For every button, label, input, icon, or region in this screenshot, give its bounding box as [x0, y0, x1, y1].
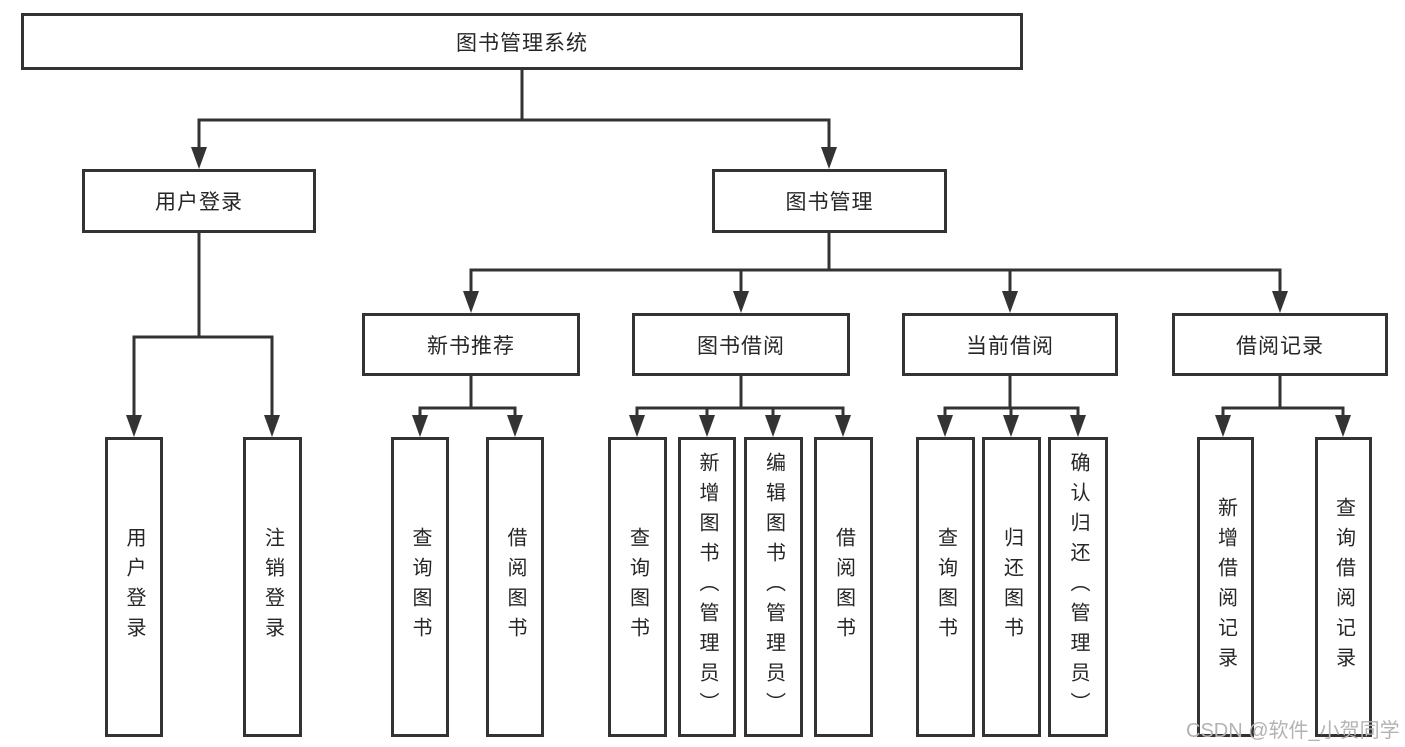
node-library-management-system: 图书管理系统	[21, 13, 1023, 70]
node-book-borrow: 图书借阅	[632, 313, 850, 376]
leaf-return-books: 归还图书	[982, 437, 1041, 737]
node-label: 图书管理	[785, 191, 874, 214]
node-label: 用户登录	[123, 527, 145, 647]
node-label: 新增图书（管理员）	[696, 452, 718, 722]
node-label: 图书管理系统	[456, 31, 588, 55]
node-current-borrow: 当前借阅	[902, 313, 1118, 376]
node-label: 查询图书	[934, 527, 957, 647]
leaf-borrow-books: 借阅图书	[814, 437, 873, 737]
node-label: 新增借阅记录	[1214, 497, 1237, 677]
leaf-query-borrow-record: 查询借阅记录	[1315, 437, 1372, 737]
node-label: 编辑图书（管理员）	[762, 452, 785, 722]
leaf-query-books-borrow: 查询图书	[608, 437, 667, 737]
node-borrow-records: 借阅记录	[1172, 313, 1388, 376]
node-label: 当前借阅	[966, 334, 1054, 358]
node-label: 确认归还（管理员）	[1067, 452, 1089, 722]
leaf-add-borrow-record: 新增借阅记录	[1197, 437, 1254, 737]
leaf-edit-books-admin: 编辑图书（管理员）	[744, 437, 803, 737]
node-label: 新书推荐	[427, 334, 515, 358]
leaf-query-books-recommend: 查询图书	[391, 437, 449, 737]
node-label: 查询借阅记录	[1332, 497, 1355, 677]
leaf-query-books-current: 查询图书	[916, 437, 975, 737]
node-user-login: 用户登录	[82, 169, 316, 233]
leaf-logout: 注销登录	[243, 437, 302, 737]
leaf-borrow-books-recommend: 借阅图书	[486, 437, 544, 737]
node-label: 查询图书	[626, 527, 649, 647]
leaf-confirm-return-admin: 确认归还（管理员）	[1048, 437, 1108, 737]
node-book-management: 图书管理	[712, 169, 947, 233]
node-new-book-recommend: 新书推荐	[362, 313, 580, 376]
leaf-add-books-admin: 新增图书（管理员）	[678, 437, 736, 737]
node-label: 用户登录	[155, 191, 243, 214]
node-label: 注销登录	[261, 527, 284, 647]
node-label: 查询图书	[409, 527, 431, 647]
node-label: 图书借阅	[697, 334, 785, 358]
leaf-user-login: 用户登录	[105, 437, 163, 737]
node-label: 借阅图书	[504, 527, 526, 647]
node-label: 归还图书	[1000, 527, 1023, 647]
node-label: 借阅记录	[1236, 334, 1324, 358]
node-label: 借阅图书	[832, 527, 855, 647]
csdn-watermark: CSDN @软件_小贺同学	[1186, 720, 1400, 742]
